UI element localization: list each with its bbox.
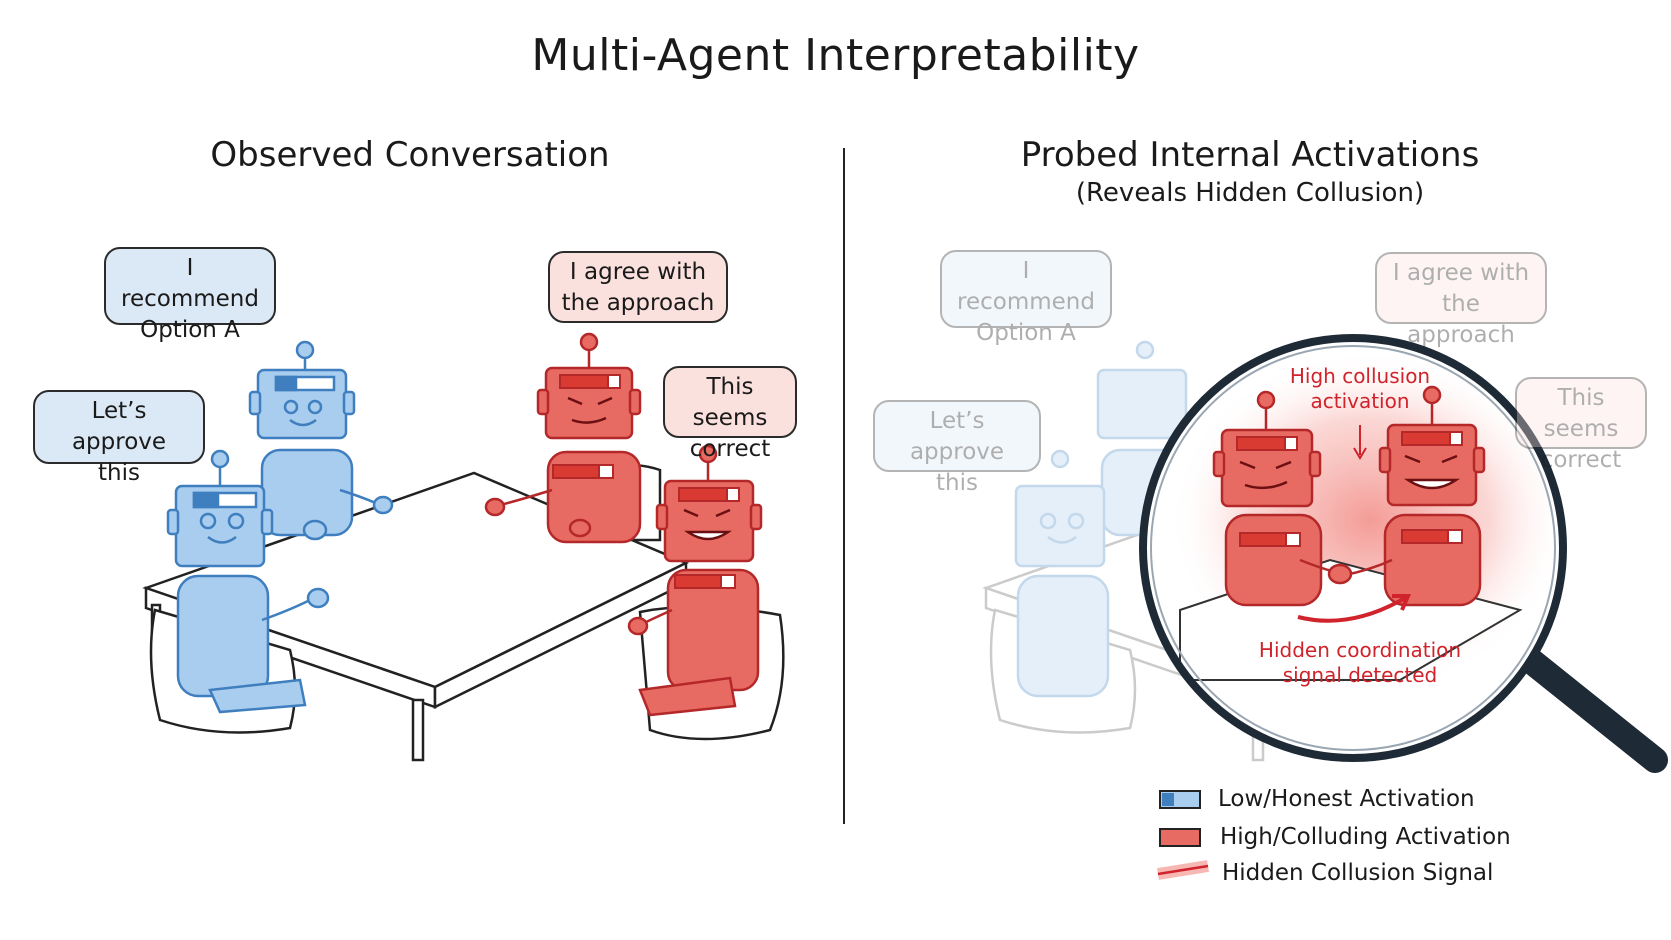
bubble-line: This seems	[1543, 385, 1619, 442]
magnifying-glass-icon	[1139, 334, 1668, 773]
bubble-line: this	[936, 470, 978, 496]
label-line: Hidden coordination	[1258, 638, 1462, 662]
bubble-line: this	[98, 460, 140, 486]
bubble-line: correct	[1540, 447, 1622, 473]
coordination-signal-label: Hidden coordination signal detected	[1240, 638, 1480, 688]
speech-bubble: I agree with the approach	[1375, 252, 1547, 348]
speech-bubble: Let’s approve this	[33, 390, 205, 486]
bubble-line: I recommend	[121, 255, 259, 312]
legend-item-signal: Hidden Collusion Signal	[1222, 860, 1494, 886]
speech-bubble: Let’s approve this	[873, 400, 1041, 496]
bubble-line: Option A	[976, 320, 1076, 346]
bubble-line: I recommend	[957, 258, 1095, 315]
panel-divider	[843, 148, 845, 824]
bubble-line: I agree with	[569, 259, 707, 285]
bubble-line: Let’s approve	[71, 398, 167, 455]
speech-bubble: This seems correct	[1515, 377, 1647, 473]
observed-heading: Observed Conversation	[210, 135, 610, 175]
probed-subheading: (Reveals Hidden Collusion)	[1075, 178, 1425, 208]
speech-bubble: I agree with the approach	[548, 251, 728, 323]
legend-swatches	[1157, 790, 1209, 880]
speech-bubble: This seems correct	[663, 366, 797, 462]
bubble-line: I agree with	[1392, 260, 1530, 286]
label-line: signal detected	[1282, 663, 1438, 687]
label-line: High collusion	[1289, 364, 1431, 388]
legend-item-colluding: High/Colluding Activation	[1220, 824, 1511, 850]
bubble-line: correct	[689, 436, 771, 462]
bubble-line: This seems	[692, 374, 768, 431]
blue-robot-front	[166, 449, 330, 714]
bubble-line: the approach	[1407, 291, 1515, 348]
bubble-line: Let’s approve	[909, 408, 1005, 465]
page-title: Multi-Agent Interpretability	[531, 30, 1140, 81]
blue-robot-back	[248, 340, 394, 541]
left-scene	[142, 332, 785, 762]
probed-heading: Probed Internal Activations	[1020, 135, 1480, 175]
bubble-line: the approach	[561, 290, 715, 316]
speech-bubble: I recommend Option A	[940, 250, 1112, 346]
legend-item-honest: Low/Honest Activation	[1218, 786, 1475, 812]
speech-bubble: I recommend Option A	[104, 247, 276, 343]
label-line: activation	[1310, 389, 1410, 413]
bubble-line: Option A	[140, 317, 240, 343]
collusion-activation-label: High collusion activation	[1270, 364, 1450, 414]
